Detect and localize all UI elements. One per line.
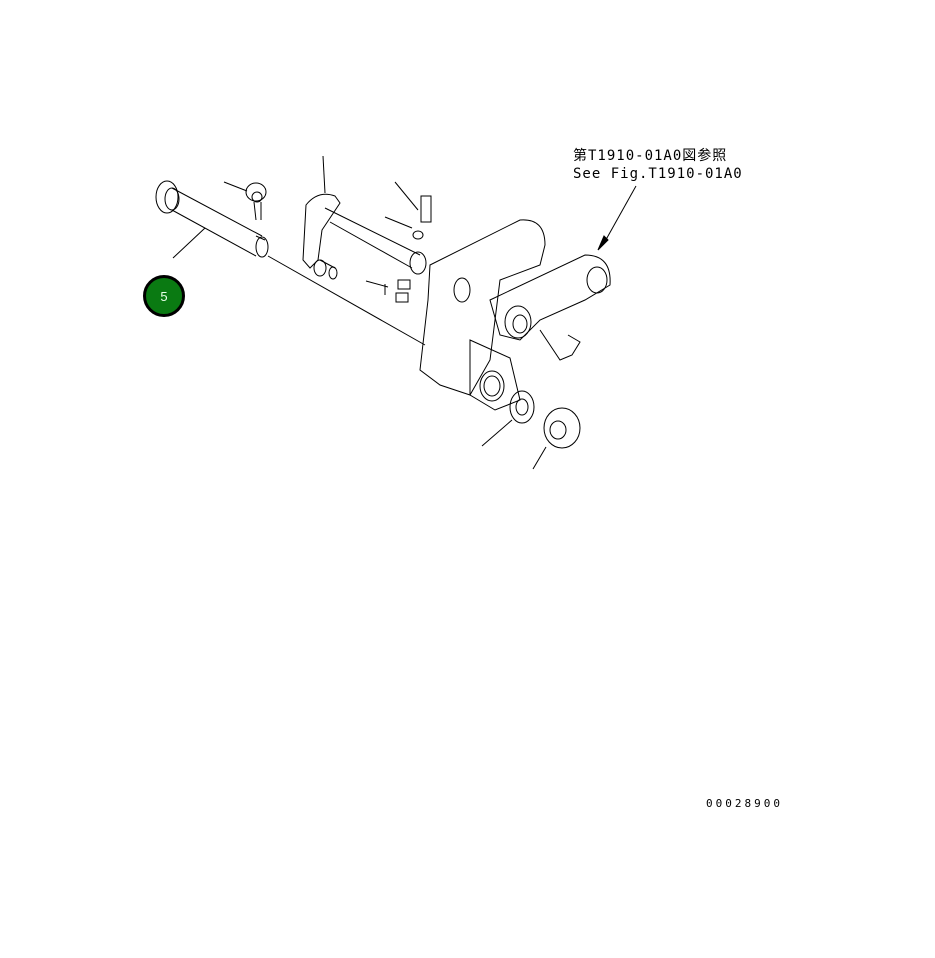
large-nut <box>543 407 581 449</box>
arrowhead <box>597 235 609 251</box>
reference-note-jp: 第T1910-01A0図参照 <box>573 148 728 164</box>
leader-nut-large <box>532 446 547 470</box>
reference-note: 第T1910-01A0図参照 See Fig.T1910-01A0 <box>573 147 743 183</box>
eyebolt <box>245 182 267 221</box>
nuts <box>384 279 411 303</box>
callout-number: 5 <box>160 288 168 304</box>
callout-5[interactable]: 5 <box>143 275 185 317</box>
leader-pin <box>172 227 206 259</box>
leader-eyebolt <box>223 181 248 192</box>
leader-bolt <box>394 181 419 211</box>
lock-washer <box>412 230 424 240</box>
leader-spacer <box>481 419 513 447</box>
leader-pin-axis <box>267 255 426 346</box>
lever-assembly <box>419 219 611 411</box>
long-pin <box>155 180 269 258</box>
leader-bracket <box>322 155 326 194</box>
reference-note-en: See Fig.T1910-01A0 <box>573 166 743 182</box>
leader-nuts <box>365 280 389 288</box>
leader-washer <box>384 216 413 229</box>
spacer <box>509 390 535 424</box>
bolt <box>420 195 432 223</box>
bracket <box>302 193 427 280</box>
leader-arrow <box>602 185 637 246</box>
drawing-number: 00028900 <box>706 797 783 810</box>
